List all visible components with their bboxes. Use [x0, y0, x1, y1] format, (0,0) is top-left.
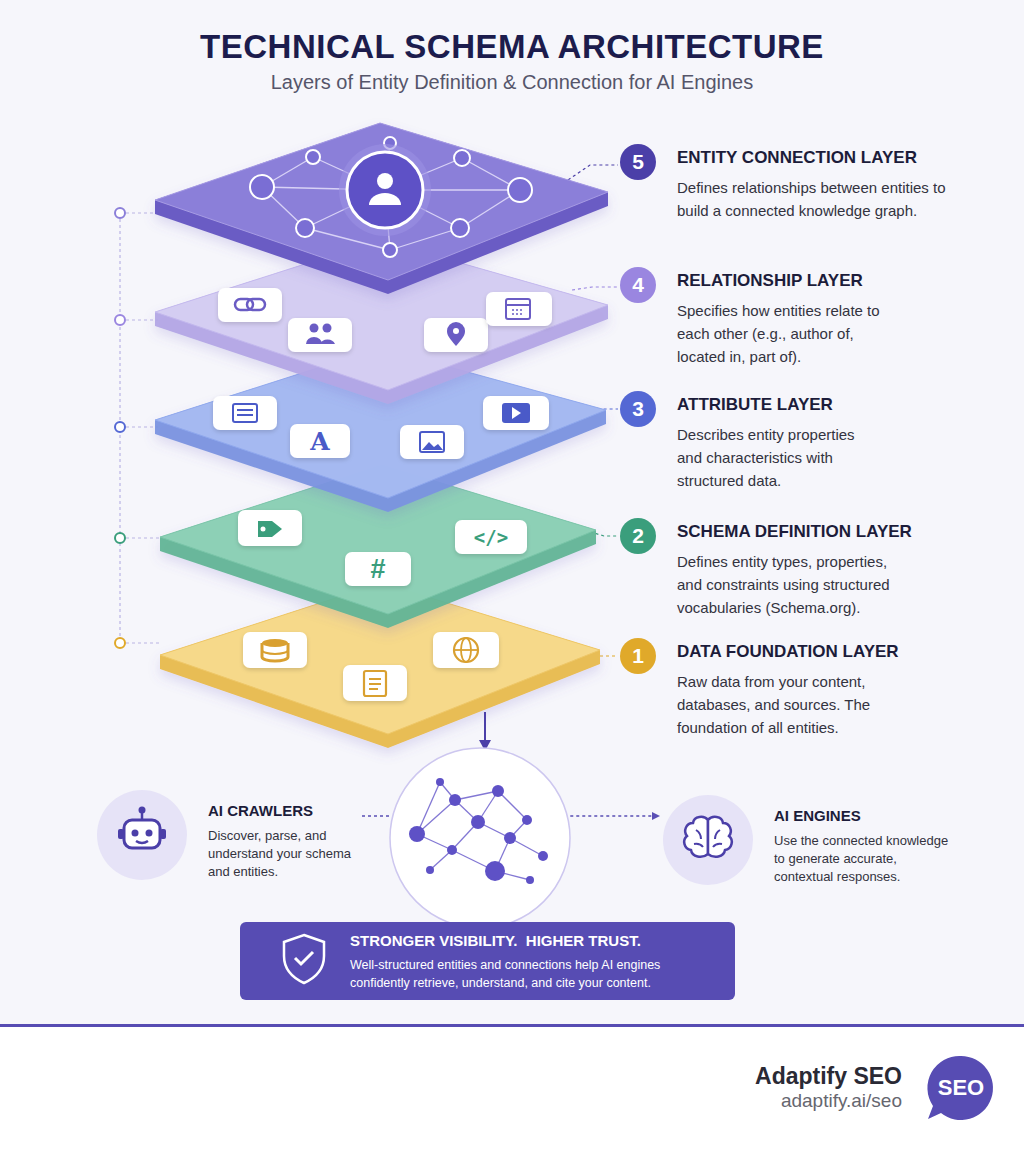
- node-description: Discover, parse, and understand your sch…: [208, 827, 358, 881]
- entity-network: [250, 137, 532, 257]
- trust-banner-text: STRONGER VISIBILITY. HIGHER TRUST. Well-s…: [350, 932, 722, 992]
- bubble-text: SEO: [938, 1075, 984, 1101]
- engine-node: AI ENGINES Use the connected knowledge to…: [663, 795, 949, 886]
- layer-description: Describes entity properties and characte…: [677, 423, 882, 492]
- layer-description: Defines relationships between entities t…: [677, 176, 977, 222]
- layer-description: Defines entity types, properties, and co…: [677, 550, 912, 619]
- layer-heading: SCHEMA DEFINITION LAYER: [677, 518, 912, 542]
- banner-heading: STRONGER VISIBILITY. HIGHER TRUST.: [350, 932, 722, 950]
- banner-body: Well-structured entities and connections…: [350, 956, 722, 992]
- layer-node: 5 ENTITY CONNECTION LAYER Defines relation…: [620, 144, 977, 222]
- diagram-title: TECHNICAL SCHEMA ARCHITECTURE: [0, 28, 1024, 66]
- layer-node: 3 ATTRIBUTE LAYER Describes entity propert…: [620, 391, 882, 492]
- layer-node: 1 DATA FOUNDATION LAYER Raw data from your…: [620, 638, 897, 739]
- robot-icon: [97, 790, 187, 880]
- brand-name: Adaptify SEO: [600, 1062, 902, 1090]
- seo-bubble-text: SEO: [929, 1056, 993, 1120]
- relationship-icons: [218, 288, 552, 352]
- attribute-icons: [213, 396, 549, 459]
- node-heading: AI CRAWLERS: [208, 790, 358, 819]
- trust-banner: [240, 922, 735, 1000]
- footer-rule: [0, 1024, 1024, 1027]
- icon-glyph: A: [292, 425, 348, 457]
- callout-number: 2: [620, 518, 656, 554]
- layer-heading: ATTRIBUTE LAYER: [677, 391, 882, 415]
- layer-description: Raw data from your content, databases, a…: [677, 670, 897, 739]
- layer-description: Specifies how entities relate to each ot…: [677, 299, 887, 368]
- rail-dots: [115, 208, 125, 648]
- seo-bubble: [927, 1056, 993, 1120]
- layer-heading: RELATIONSHIP LAYER: [677, 267, 887, 291]
- callout-number: 4: [620, 267, 656, 303]
- callout-number: 3: [620, 391, 656, 427]
- node-heading: AI ENGINES: [774, 795, 949, 824]
- icon-glyph: #: [347, 553, 409, 585]
- crawler-node: AI CRAWLERS Discover, parse, and understa…: [97, 790, 358, 881]
- node-description: Use the connected knowledge to generate …: [774, 832, 949, 886]
- entity-connection-plate: [155, 123, 608, 294]
- flow-connector: [362, 815, 659, 817]
- brand-url: adaptify.ai/seo: [600, 1088, 902, 1114]
- layer-node: 4 RELATIONSHIP LAYER Specifies how entitie…: [620, 267, 887, 368]
- down-arrow: [479, 712, 491, 751]
- callout-number: 1: [620, 638, 656, 674]
- schema-icons: [238, 510, 527, 586]
- data-icons: [243, 632, 499, 701]
- layer-node: 2 SCHEMA DEFINITION LAYER Defines entity t…: [620, 518, 912, 619]
- layer-heading: DATA FOUNDATION LAYER: [677, 638, 897, 662]
- subtitle: Layers of Entity Definition & Connection…: [0, 68, 1024, 96]
- icon-glyph: </>: [457, 521, 525, 553]
- brain-icon: [663, 795, 753, 885]
- layer-heading: ENTITY CONNECTION LAYER: [677, 144, 977, 168]
- callout-number: 5: [620, 144, 656, 180]
- knowledge-graph: [390, 748, 570, 928]
